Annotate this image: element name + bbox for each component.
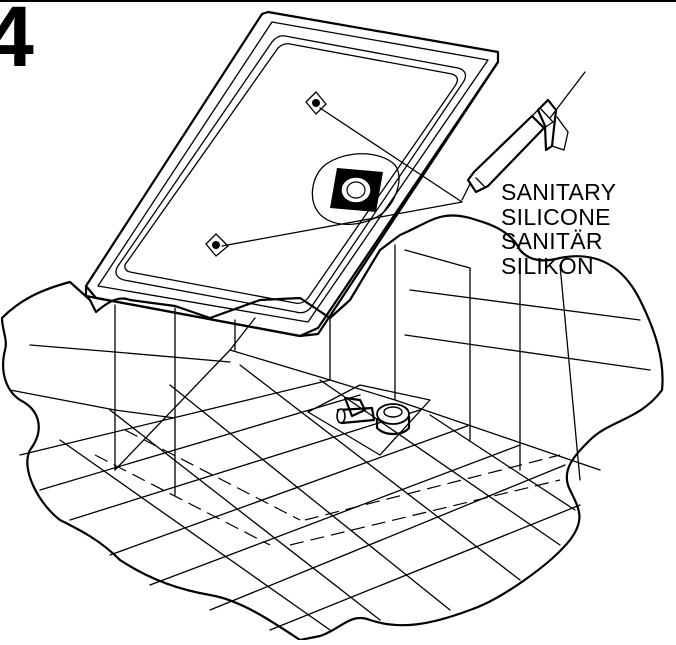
leader-upper xyxy=(319,107,463,203)
drain-waste-icon xyxy=(307,384,431,456)
callout-line-4: SILIKON xyxy=(501,252,594,279)
floor-tiles-icon xyxy=(0,214,664,642)
silicone-callout: SANITARY SILICONE SANITÄR SILIKON xyxy=(501,180,616,278)
callout-line-3: SANITÄR xyxy=(501,228,603,254)
leader-lower xyxy=(221,201,463,247)
silicone-cartridge-icon xyxy=(461,71,586,201)
shower-tray-icon xyxy=(84,10,500,338)
callout-line-2: SILICONE xyxy=(501,203,611,230)
callout-line-1: SANITARY xyxy=(501,179,617,205)
step-number: 4 xyxy=(0,0,34,85)
